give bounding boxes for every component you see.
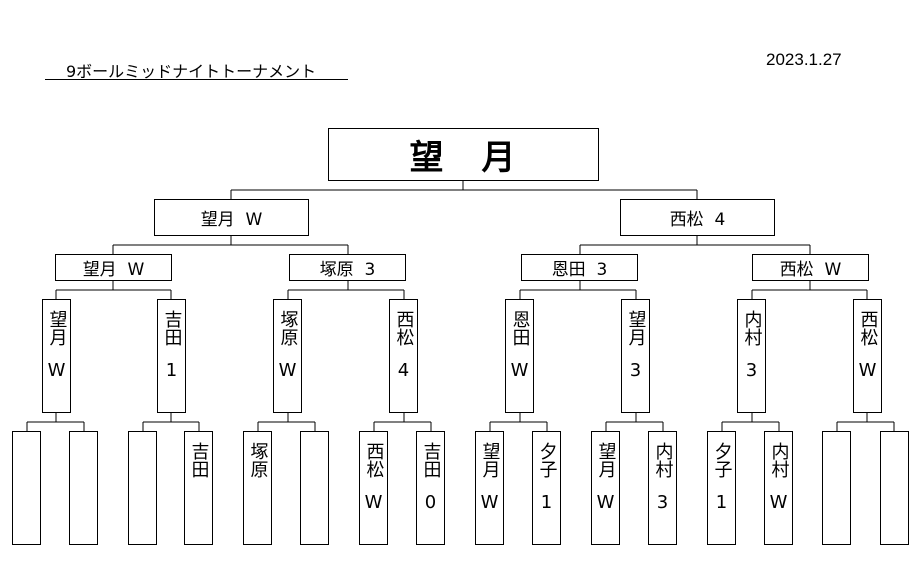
player-name: 吉田: [188, 442, 210, 478]
player-name: 内村: [768, 442, 790, 478]
semifinal-box-4: 西松 W: [752, 254, 869, 281]
final-left-box: 望月 W: [154, 199, 309, 236]
player-score: W: [47, 360, 66, 381]
quarterfinal-box-2: 吉田 1: [157, 299, 186, 413]
round1-box-8: 吉田 0: [416, 431, 445, 545]
player-name: 望月: [625, 310, 647, 346]
round1-box-1: [12, 431, 41, 545]
player-score: 4: [397, 360, 410, 381]
player-name: 内村: [741, 310, 763, 346]
quarterfinal-box-4: 西松 4: [389, 299, 418, 413]
player-name: 望月: [479, 442, 501, 478]
player-name: 吉田: [161, 310, 183, 346]
round1-box-6: [300, 431, 329, 545]
player-name: 西松: [857, 310, 879, 346]
tournament-title: 9ボールミッドナイトトーナメント: [66, 62, 317, 81]
quarterfinal-box-1: 望月 W: [42, 299, 71, 413]
player-score: 3: [745, 360, 758, 381]
quarterfinal-box-3: 塚原 W: [273, 299, 302, 413]
player-score: 0: [424, 492, 437, 513]
player-score: 1: [715, 492, 728, 513]
player-name: 塚原: [277, 310, 299, 346]
player-name: 内村: [652, 442, 674, 478]
round1-box-16: [880, 431, 909, 545]
player-score: 1: [165, 360, 178, 381]
player-score: W: [769, 492, 788, 513]
semifinal-box-2: 塚原 3: [289, 254, 406, 281]
player-name: 望月: [46, 310, 68, 346]
player-name: 西松: [393, 310, 415, 346]
player-score: W: [596, 492, 615, 513]
player-score: 3: [629, 360, 642, 381]
player-score: W: [278, 360, 297, 381]
player-score: 3: [656, 492, 669, 513]
round1-box-12: 内村 3: [648, 431, 677, 545]
player-name: 西松: [363, 442, 385, 478]
round1-box-13: 夕子 1: [707, 431, 736, 545]
player-name: 望月: [595, 442, 617, 478]
round1-box-5: 塚原: [243, 431, 272, 545]
final-right-box: 西松 4: [620, 199, 775, 236]
round1-box-2: [69, 431, 98, 545]
round1-box-15: [822, 431, 851, 545]
player-score: W: [858, 360, 877, 381]
player-name: 塚原: [247, 442, 269, 478]
player-name: 夕子: [536, 442, 558, 478]
round1-box-3: [128, 431, 157, 545]
player-score: 1: [540, 492, 553, 513]
round1-box-14: 内村 W: [764, 431, 793, 545]
player-name: 恩田: [509, 310, 531, 346]
tournament-date: 2023.1.27: [766, 50, 842, 69]
player-name: 夕子: [711, 442, 733, 478]
semifinal-box-3: 恩田 3: [521, 254, 638, 281]
quarterfinal-box-5: 恩田 W: [505, 299, 534, 413]
player-score: W: [364, 492, 383, 513]
player-score: W: [480, 492, 499, 513]
round1-box-11: 望月 W: [591, 431, 620, 545]
round1-box-10: 夕子 1: [532, 431, 561, 545]
quarterfinal-box-7: 内村 3: [737, 299, 766, 413]
round1-box-7: 西松 W: [359, 431, 388, 545]
player-name: 吉田: [420, 442, 442, 478]
quarterfinal-box-8: 西松 W: [853, 299, 882, 413]
round1-box-9: 望月 W: [475, 431, 504, 545]
semifinal-box-1: 望月 W: [55, 254, 172, 281]
quarterfinal-box-6: 望月 3: [621, 299, 650, 413]
champion-box: 望 月: [328, 128, 599, 181]
player-score: W: [510, 360, 529, 381]
title-underline: [45, 79, 348, 80]
round1-box-4: 吉田: [184, 431, 213, 545]
